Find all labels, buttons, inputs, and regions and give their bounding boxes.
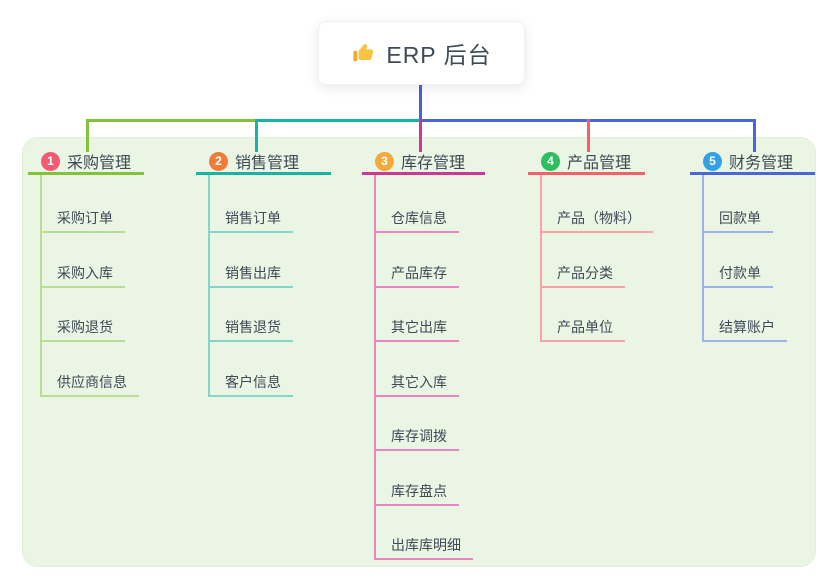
branch-number-badge: 1 (41, 151, 60, 171)
branch-header-2[interactable]: 2 销售管理 (209, 150, 299, 172)
root-node[interactable]: ERP 后台 (318, 21, 525, 85)
child-node[interactable]: 出库库明细 (374, 532, 473, 560)
child-node[interactable]: 回款单 (702, 205, 773, 233)
branch-header-1[interactable]: 1 采购管理 (41, 150, 131, 172)
branch-child-spine (540, 175, 542, 342)
connector-line (255, 119, 423, 122)
child-node[interactable]: 产品单位 (540, 314, 625, 342)
child-node[interactable]: 销售出库 (208, 260, 293, 288)
branch-number-badge: 2 (209, 151, 228, 171)
connector-line (86, 119, 258, 122)
branch-number-badge: 3 (375, 151, 394, 171)
child-node[interactable]: 其它出库 (374, 314, 459, 342)
connector-line (753, 119, 756, 152)
branch-child-spine (702, 175, 704, 342)
branch-label: 采购管理 (67, 155, 132, 172)
child-node[interactable]: 产品（物料） (540, 205, 653, 233)
branch-label: 库存管理 (401, 155, 466, 172)
branch-underline (690, 172, 815, 175)
child-node[interactable]: 采购退货 (40, 314, 125, 342)
branch-child-spine (374, 175, 376, 560)
child-node[interactable]: 库存盘点 (374, 478, 459, 506)
branch-header-3[interactable]: 3 库存管理 (375, 150, 465, 172)
child-node[interactable]: 产品库存 (374, 260, 459, 288)
branch-number-badge: 4 (541, 151, 560, 171)
connector-line (255, 119, 258, 152)
connector-line (418, 83, 422, 122)
branch-number-badge: 5 (703, 151, 722, 171)
child-node[interactable]: 库存调拨 (374, 423, 459, 451)
child-node[interactable]: 供应商信息 (40, 369, 139, 397)
child-node[interactable]: 采购订单 (40, 205, 125, 233)
child-node[interactable]: 结算账户 (702, 314, 787, 342)
branch-header-4[interactable]: 4 产品管理 (541, 150, 631, 172)
child-node[interactable]: 采购入库 (40, 260, 125, 288)
child-node[interactable]: 客户信息 (208, 369, 293, 397)
child-node[interactable]: 产品分类 (540, 260, 625, 288)
branch-label: 销售管理 (235, 155, 300, 172)
child-node[interactable]: 付款单 (702, 260, 773, 288)
branch-header-5[interactable]: 5 财务管理 (703, 150, 793, 172)
thumbs-up-icon (351, 40, 377, 66)
root-title: ERP 后台 (386, 42, 492, 68)
branch-underline (528, 172, 645, 175)
branch-underline (196, 172, 331, 175)
connector-line (587, 119, 590, 152)
child-node[interactable]: 其它入库 (374, 369, 459, 397)
branch-underline (362, 172, 485, 175)
child-node[interactable]: 销售退货 (208, 314, 293, 342)
child-node[interactable]: 销售订单 (208, 205, 293, 233)
connector-line (86, 119, 89, 152)
branch-underline (28, 172, 144, 175)
child-node[interactable]: 仓库信息 (374, 205, 459, 233)
branch-label: 财务管理 (729, 155, 794, 172)
branch-label: 产品管理 (567, 155, 632, 172)
branches-panel (22, 137, 816, 567)
connector-line (419, 119, 422, 152)
